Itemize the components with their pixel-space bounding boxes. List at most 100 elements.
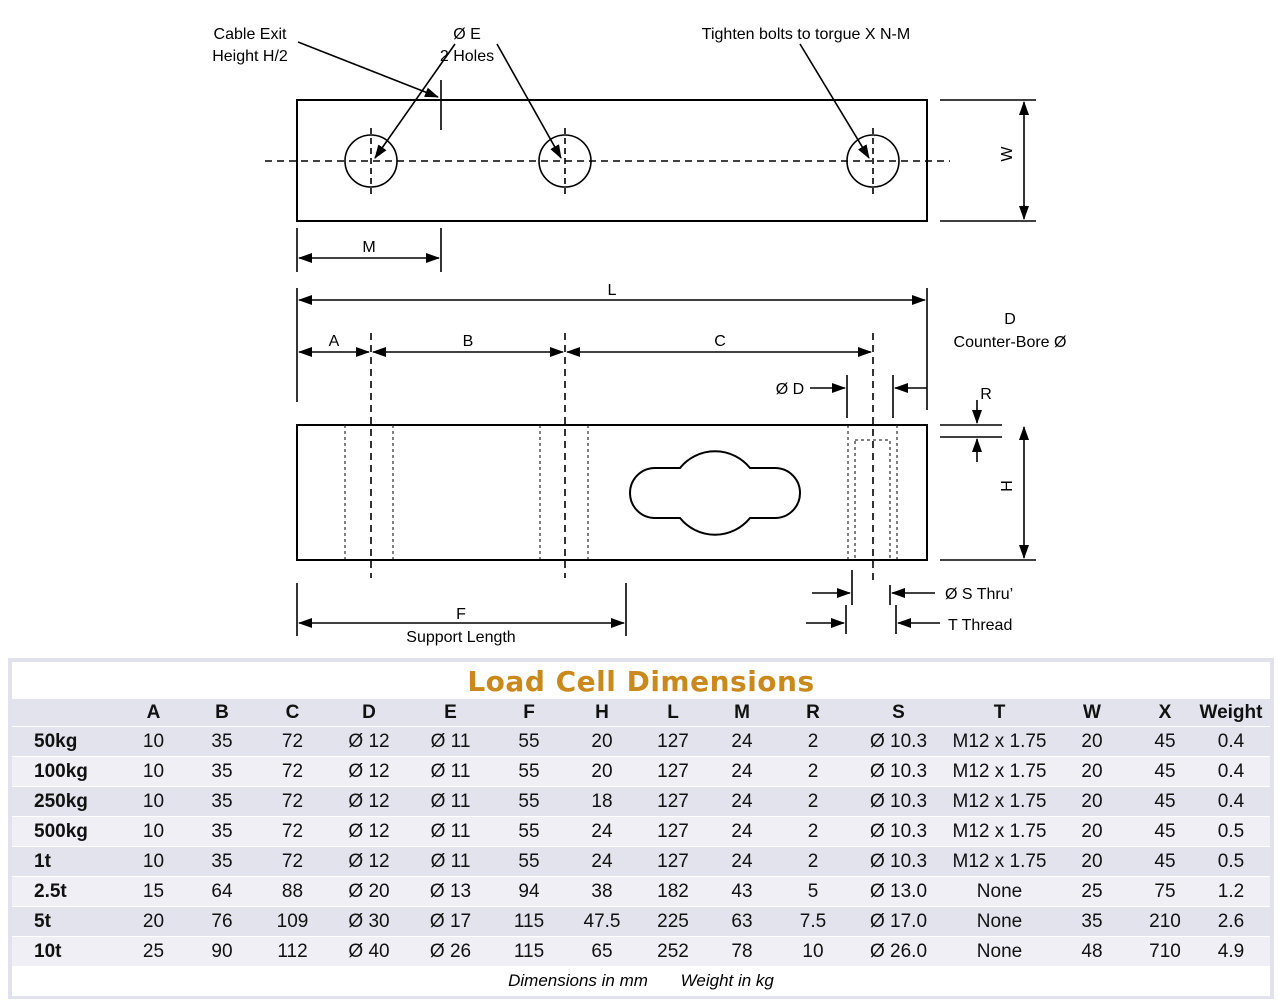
table-cell: Ø 17 — [429, 911, 472, 932]
footer-weight-unit: Weight in kg — [680, 971, 774, 990]
table-cell: 252 — [657, 941, 689, 962]
table-cell: 20 — [142, 911, 165, 932]
table-cell: 2 — [807, 791, 819, 812]
row-capacity-label: 5t — [34, 911, 51, 932]
table-cell: 24 — [591, 821, 613, 842]
column-header: H — [595, 702, 609, 723]
column-header: A — [146, 702, 161, 723]
label-f: F — [456, 606, 466, 623]
column-header: C — [285, 702, 300, 723]
label-m: M — [362, 239, 375, 256]
table-cell: 2.6 — [1217, 911, 1245, 932]
table-cell: Ø 12 — [348, 761, 390, 782]
table-cell: 225 — [657, 911, 689, 932]
table-cell: Ø 12 — [348, 791, 390, 812]
column-header: F — [523, 702, 535, 723]
column-header: L — [667, 702, 679, 723]
table-cell: 72 — [281, 791, 304, 812]
table-cell: 2 — [807, 821, 819, 842]
table-cell: 72 — [281, 731, 304, 752]
table-cell: 55 — [518, 821, 540, 842]
table-cell: 45 — [1154, 791, 1176, 812]
table-cell: None — [976, 911, 1023, 932]
table-cell: Ø 12 — [348, 731, 390, 752]
table-cell: 35 — [211, 731, 233, 752]
table-cell: 115 — [513, 941, 545, 962]
label-dia-e: Ø E — [453, 26, 481, 43]
row-capacity-label: 2.5t — [34, 881, 67, 902]
load-cell-drawing: Cable Exit Height H/2 Ø E 2 Holes Tighte… — [212, 26, 1066, 646]
table-cell: Ø 26 — [429, 941, 472, 962]
table-cell: 20 — [591, 731, 613, 752]
table-cell: 65 — [591, 941, 613, 962]
table-cell: 24 — [731, 731, 753, 752]
table-cell: 35 — [211, 851, 233, 872]
table-cell: 0.4 — [1217, 731, 1245, 752]
column-header: R — [806, 702, 820, 723]
table-cell: Ø 13 — [429, 881, 472, 902]
table-cell: 55 — [518, 731, 540, 752]
table-cell: 20 — [1081, 821, 1103, 842]
row-capacity-label: 10t — [34, 941, 62, 962]
table-cell: 20 — [591, 761, 613, 782]
table-cell: 10 — [142, 731, 165, 752]
table-cell: 182 — [657, 881, 689, 902]
table-cell: 38 — [591, 881, 613, 902]
label-b: B — [463, 333, 474, 350]
label-l: L — [608, 282, 617, 299]
column-header: E — [444, 702, 457, 723]
table-cell: Ø 12 — [348, 851, 390, 872]
table-cell: Ø 11 — [430, 851, 471, 872]
table-cell: Ø 13.0 — [869, 881, 928, 902]
table-cell: 7.5 — [799, 911, 827, 932]
column-header: B — [215, 702, 229, 723]
table-cell: 43 — [731, 881, 753, 902]
table-cell: 35 — [1081, 911, 1103, 932]
table-cell: 45 — [1154, 851, 1176, 872]
table-cell: 35 — [211, 791, 233, 812]
row-capacity-label: 500kg — [34, 821, 88, 842]
table-cell: 10 — [142, 851, 165, 872]
table-cell: 24 — [591, 851, 613, 872]
row-capacity-label: 1t — [34, 851, 51, 872]
table-cell: 15 — [142, 881, 165, 902]
table-cell: 10 — [142, 791, 165, 812]
column-header: W — [1083, 702, 1101, 723]
table-cell: 127 — [657, 791, 689, 812]
table-cell: M12 x 1.75 — [952, 761, 1047, 782]
column-header: X — [1158, 702, 1172, 723]
table-cell: 76 — [211, 911, 233, 932]
label-two-holes: 2 Holes — [440, 48, 494, 65]
table-cell: M12 x 1.75 — [952, 851, 1047, 872]
table-cell: Ø 26.0 — [869, 941, 928, 962]
table-cell: 24 — [731, 851, 753, 872]
table-cell: 24 — [731, 791, 753, 812]
table-cell: M12 x 1.75 — [952, 791, 1047, 812]
table-cell: 0.4 — [1217, 791, 1245, 812]
table-cell: 45 — [1154, 761, 1176, 782]
table-cell: 20 — [1081, 761, 1103, 782]
label-dia-s: Ø S Thru’ — [945, 586, 1013, 603]
table-cell: 115 — [513, 911, 545, 932]
table-cell: Ø 17.0 — [869, 911, 928, 932]
column-header — [12, 699, 119, 726]
column-header: M — [734, 702, 750, 723]
table-cell: 10 — [802, 941, 824, 962]
table-cell: Ø 10.3 — [869, 731, 928, 752]
table-cell: Ø 10.3 — [869, 791, 928, 812]
table-cell: 109 — [276, 911, 309, 932]
column-header: T — [993, 702, 1006, 723]
table-cell: None — [976, 881, 1023, 902]
table-cell: 112 — [277, 941, 308, 962]
table-cell: 18 — [591, 791, 613, 812]
label-dia-d: Ø D — [776, 381, 804, 398]
